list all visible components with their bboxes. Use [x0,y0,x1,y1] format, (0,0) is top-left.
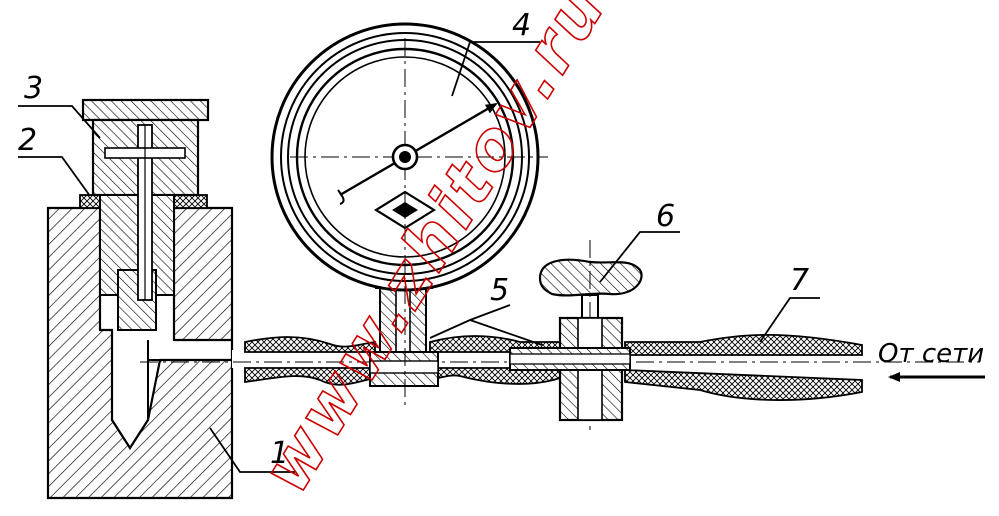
plug-screw [81,98,210,331]
flow-label: От сети [878,339,984,369]
shutoff-valve [509,240,643,430]
callout-1: 1 [270,436,289,471]
gauge-needle [339,102,498,197]
callout-3: 3 [24,71,43,106]
callout-2: 2 [18,123,37,158]
callout-7: 7 [790,263,809,298]
test-block [46,206,234,500]
valve-handwheel [538,258,643,297]
gauge-diamond-emblem [373,190,437,230]
callout-5: 5 [490,273,509,308]
leader-lines [18,41,820,473]
callout-labels: 1 2 3 4 5 6 7 От сети [18,8,984,471]
callout-4: 4 [512,8,531,43]
callout-6: 6 [656,199,675,234]
pressure-gauge [270,22,548,410]
